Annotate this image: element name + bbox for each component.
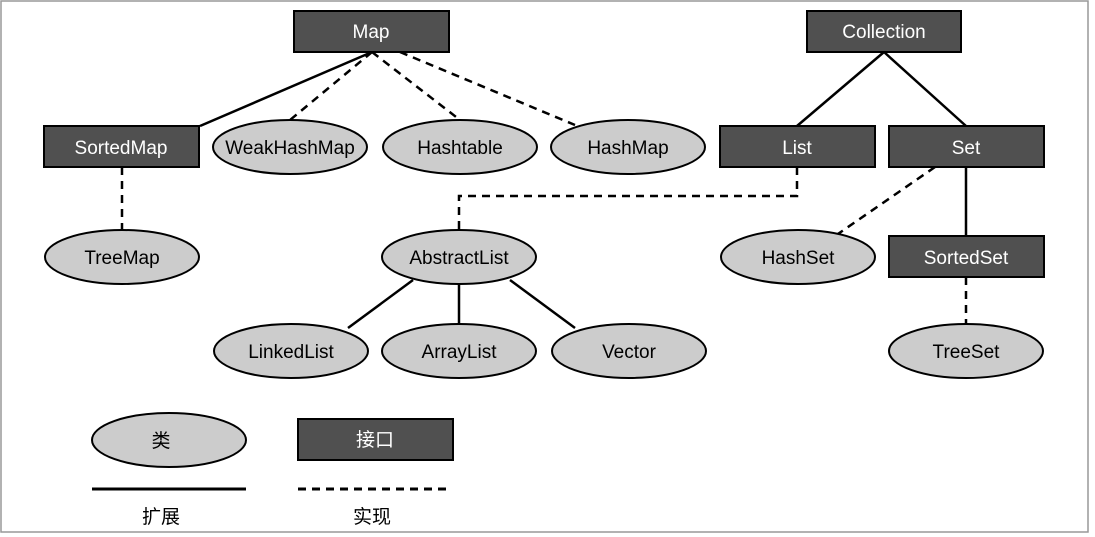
class-node-weakhashmap: WeakHashMap <box>212 119 368 175</box>
edge-map-weakhashmap <box>289 51 373 121</box>
class-node-linkedlist: LinkedList <box>213 323 369 379</box>
class-label-treeset: TreeSet <box>933 342 1001 363</box>
legend-interface-swatch: 接口 <box>297 418 454 461</box>
edge-map-hashtable <box>371 51 461 121</box>
interface-label-set: Set <box>952 138 981 159</box>
class-node-treeset: TreeSet <box>888 323 1044 379</box>
legend-class-label: 类 <box>151 430 170 452</box>
legend-class-swatch: 类 <box>91 412 247 468</box>
interface-node-sortedmap: SortedMap <box>43 125 200 168</box>
class-label-hashtable: Hashtable <box>417 138 503 159</box>
legend-implements-label: 实现 <box>353 506 391 528</box>
edge-set-hashset <box>834 165 936 238</box>
interface-label-sortedmap: SortedMap <box>75 138 168 159</box>
class-label-treemap: TreeMap <box>84 248 159 269</box>
edge-abstractlist-vector <box>509 278 576 330</box>
class-node-abstractlist: AbstractList <box>381 229 537 285</box>
class-label-weakhashmap: WeakHashMap <box>225 138 355 159</box>
edge-collection-list <box>796 51 885 127</box>
class-node-arraylist: ArrayList <box>381 323 537 379</box>
edge-abstractlist-linkedlist <box>347 278 414 330</box>
interface-node-sortedset: SortedSet <box>888 235 1045 278</box>
interface-label-map: Map <box>353 22 390 43</box>
class-label-hashset: HashSet <box>762 248 836 269</box>
class-node-treemap: TreeMap <box>44 229 200 285</box>
legend-interface-label: 接口 <box>356 429 394 451</box>
edge-map-sortedmap <box>199 50 373 128</box>
interface-label-sortedset: SortedSet <box>924 248 1009 269</box>
interface-node-collection: Collection <box>806 10 962 53</box>
interface-label-list: List <box>782 138 812 159</box>
legend-extends-label: 扩展 <box>142 506 180 528</box>
class-label-arraylist: ArrayList <box>422 342 498 363</box>
edge-map-hashmap <box>399 50 576 127</box>
class-node-hashset: HashSet <box>720 229 876 285</box>
class-label-linkedlist: LinkedList <box>248 342 334 363</box>
interface-node-map: Map <box>293 10 450 53</box>
class-node-hashmap: HashMap <box>550 119 706 175</box>
connectors <box>120 50 968 330</box>
class-label-abstractlist: AbstractList <box>409 248 509 269</box>
class-node-hashtable: Hashtable <box>382 119 538 175</box>
interface-node-list: List <box>719 125 876 168</box>
class-label-vector: Vector <box>602 342 657 363</box>
legend: 类 接口 扩展 实现 <box>91 412 454 528</box>
class-label-hashmap: HashMap <box>587 138 668 159</box>
interface-label-collection: Collection <box>842 22 925 43</box>
class-node-vector: Vector <box>551 323 707 379</box>
interface-node-set: Set <box>888 125 1045 168</box>
edge-collection-set <box>883 51 967 127</box>
edge-list-abstractlist <box>457 167 799 230</box>
